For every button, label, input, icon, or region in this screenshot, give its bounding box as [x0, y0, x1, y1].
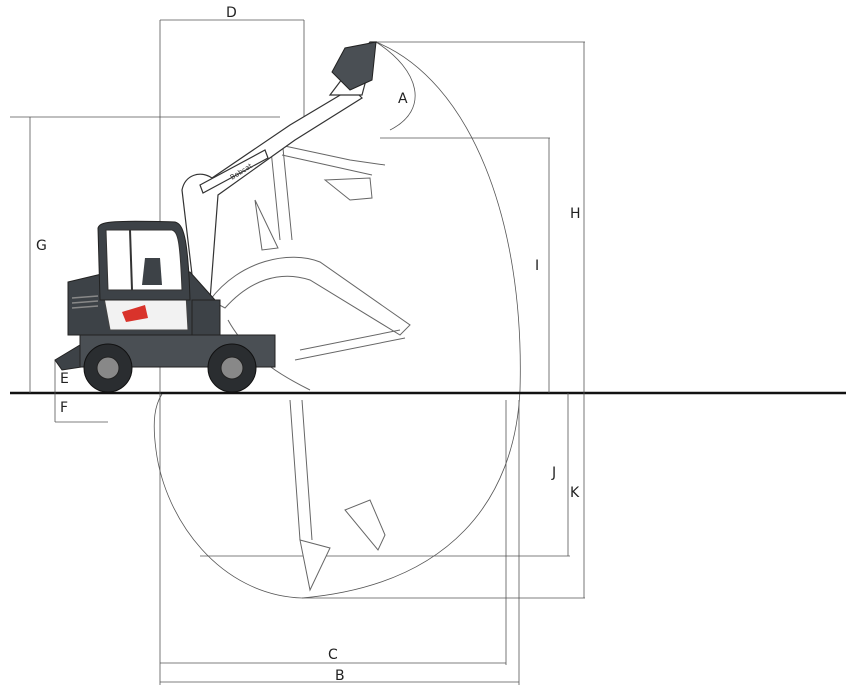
- excavator-boom: Bobcat: [181, 41, 377, 301]
- label-e: E: [60, 371, 69, 387]
- excavator-body: [54, 220, 276, 393]
- bucket-raised: [331, 41, 377, 91]
- cab-pillar: [129, 229, 133, 291]
- cab-window: [105, 229, 183, 291]
- label-g: G: [36, 238, 47, 254]
- label-j: J: [551, 465, 556, 481]
- label-k: K: [570, 485, 580, 501]
- label-h: H: [570, 206, 581, 222]
- front-wheel-hub: [96, 356, 120, 380]
- label-b: B: [335, 668, 345, 684]
- label-c: C: [328, 647, 338, 663]
- label-f: F: [60, 400, 68, 416]
- label-i: I: [535, 258, 539, 274]
- engine-grille: [71, 295, 99, 309]
- label-d: D: [226, 5, 237, 21]
- operator-seat: [142, 258, 162, 285]
- red-accent: [122, 305, 148, 322]
- digging-envelope: [153, 41, 521, 599]
- rear-wheel-hub: [220, 356, 244, 380]
- inner-envelope: [375, 41, 416, 131]
- label-a: A: [398, 91, 408, 107]
- boom-base: [191, 299, 221, 336]
